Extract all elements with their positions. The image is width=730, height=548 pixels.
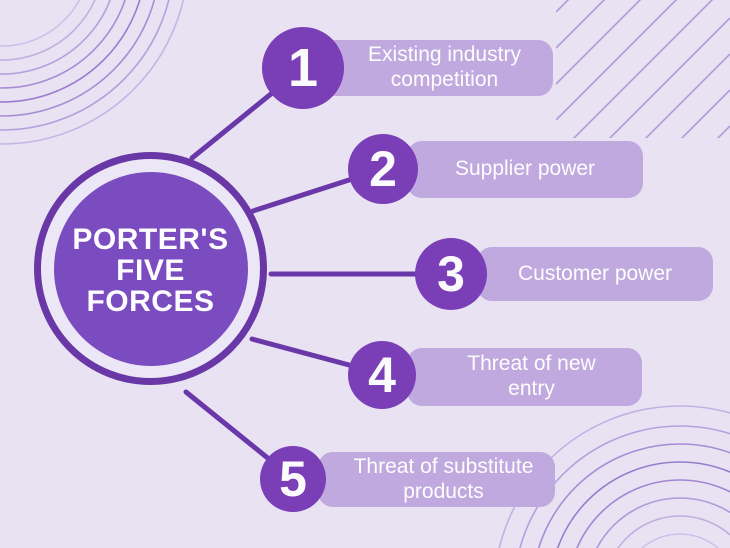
center-circle: PORTER'S FIVE FORCES [53, 171, 248, 366]
force-label: Threat of substitute products [353, 454, 534, 503]
force-label-pill-5: Threat of substitute products [318, 452, 555, 507]
force-label: Customer power [517, 261, 673, 285]
center-title-line: FIVE [116, 254, 185, 287]
force-number: 4 [368, 347, 396, 403]
force-label-pill-1: Existing industry competition [318, 40, 553, 96]
force-label-pill-2: Supplier power [407, 141, 643, 198]
force-number-badge-5: 5 [260, 446, 326, 512]
force-number-badge-1: 1 [262, 27, 344, 109]
force-label: Supplier power [454, 157, 596, 181]
center-title-line: FORCES [86, 285, 215, 318]
force-label: Threat of new entry [467, 352, 596, 400]
force-label-pill-4: Threat of new entry [407, 348, 642, 406]
center-circle-ring: PORTER'S FIVE FORCES [34, 152, 267, 385]
force-label-pill-3: Customer power [477, 247, 713, 301]
force-number-badge-2: 2 [348, 134, 418, 204]
force-number: 5 [279, 451, 307, 507]
force-number: 2 [369, 141, 397, 197]
force-number: 3 [437, 246, 465, 302]
force-number-badge-4: 4 [348, 341, 416, 409]
concentric-circles-bottom-right [498, 405, 730, 548]
force-number: 1 [287, 38, 319, 98]
diagonal-hatch-top-right [556, 0, 730, 138]
concentric-arcs-top-left [0, 0, 184, 145]
force-label: Existing industry competition [368, 43, 521, 91]
center-title-line: PORTER'S [72, 223, 229, 256]
force-number-badge-3: 3 [415, 238, 487, 310]
